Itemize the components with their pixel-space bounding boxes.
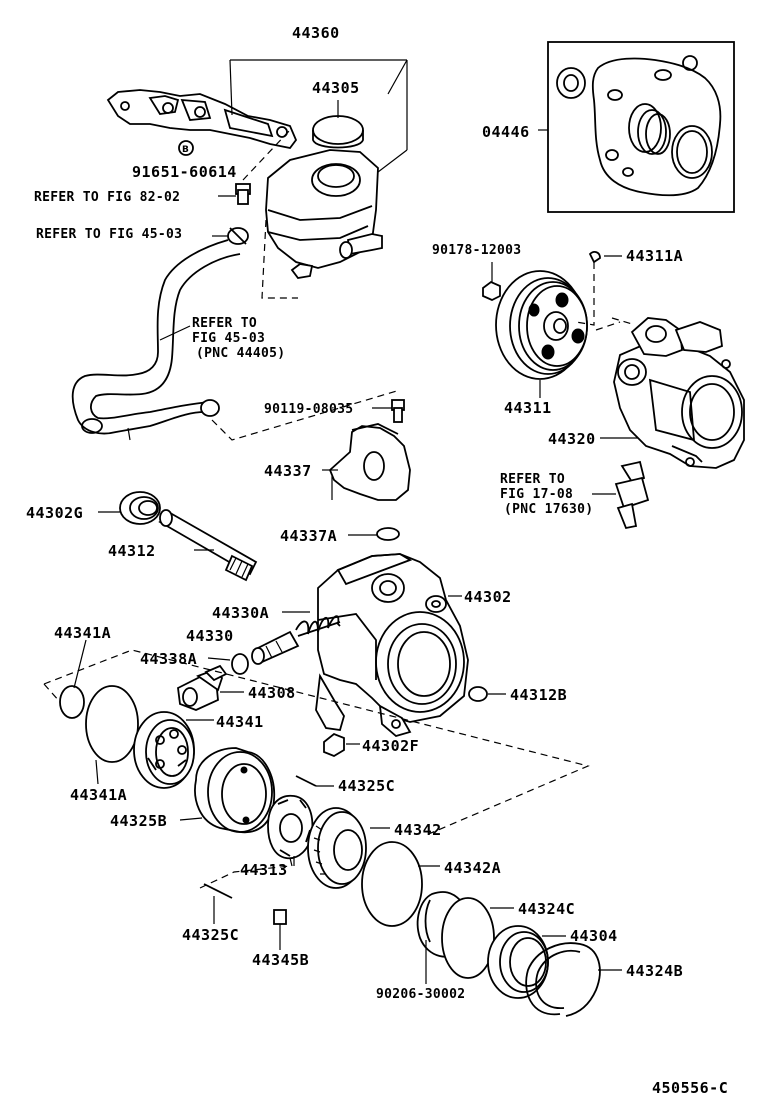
pin-44325C-upper bbox=[295, 775, 334, 787]
bolt-90119 bbox=[372, 399, 405, 423]
label-refer-17-08-line3: (PNC 17630) bbox=[504, 502, 594, 517]
label-44308: 44308 bbox=[248, 684, 296, 702]
pressure-switch-sensor bbox=[592, 460, 650, 530]
label-44341: 44341 bbox=[216, 713, 264, 731]
oring-44342A bbox=[361, 841, 423, 927]
label-44342: 44342 bbox=[394, 821, 442, 839]
bracket-44337 bbox=[322, 423, 411, 501]
label-44345B: 44345B bbox=[252, 951, 310, 969]
kit-box-04446 bbox=[538, 41, 735, 213]
label-44341A-bottom: 44341A bbox=[70, 786, 128, 804]
label-44330: 44330 bbox=[186, 627, 234, 645]
return-hose bbox=[71, 239, 241, 441]
label-44342A: 44342A bbox=[444, 859, 502, 877]
hose-clamp-upper bbox=[212, 227, 249, 245]
key-44311A bbox=[575, 251, 622, 326]
label-44325C-bottom: 44325C bbox=[182, 926, 240, 944]
label-44324C: 44324C bbox=[518, 900, 576, 918]
label-refer-fig-45-03: REFER TO FIG 45-03 bbox=[36, 227, 183, 242]
label-44324B: 44324B bbox=[626, 962, 684, 980]
label-44337A: 44337A bbox=[280, 527, 338, 545]
cam-ring-44325B bbox=[179, 747, 276, 834]
snap-ring-44312B bbox=[468, 686, 506, 702]
label-refer-45-03-line1: REFER TO bbox=[192, 316, 258, 331]
oring-44338A bbox=[231, 653, 249, 675]
label-44341A-top: 44341A bbox=[54, 624, 112, 642]
label-44338A: 44338A bbox=[140, 650, 198, 668]
label-44330A: 44330A bbox=[212, 604, 270, 622]
vane-44345B bbox=[273, 909, 287, 950]
label-44302: 44302 bbox=[464, 588, 512, 606]
label-44325C-top: 44325C bbox=[338, 777, 396, 795]
seal-44304 bbox=[487, 925, 566, 999]
label-44337: 44337 bbox=[264, 462, 312, 480]
nut-90178 bbox=[482, 262, 501, 301]
label-44311A: 44311A bbox=[626, 247, 684, 265]
label-refer-fig-82-02: REFER TO FIG 82-02 bbox=[34, 190, 181, 205]
oring-44341A-large bbox=[85, 685, 139, 763]
side-plate-44341 bbox=[133, 711, 214, 789]
label-91651: 91651-60614 bbox=[132, 163, 237, 181]
side-plate-44342 bbox=[307, 807, 390, 889]
reservoir-tank bbox=[229, 59, 408, 299]
shaft-44312 bbox=[158, 509, 258, 582]
label-90206: 90206-30002 bbox=[376, 987, 466, 1002]
label-refer-45-03-line3: (PNC 44405) bbox=[196, 346, 286, 361]
bolt-91651: B bbox=[178, 129, 291, 205]
rotor-44313 bbox=[267, 794, 314, 867]
label-refer-17-08-line2: FIG 17-08 bbox=[500, 487, 574, 502]
label-90119: 90119-08035 bbox=[264, 402, 354, 417]
fitting-44308 bbox=[177, 664, 244, 711]
snap-ring-44324B bbox=[525, 942, 622, 1017]
oring-44324C bbox=[441, 897, 495, 979]
label-44305: 44305 bbox=[312, 79, 360, 97]
valve-44330 bbox=[251, 630, 300, 665]
label-44313: 44313 bbox=[240, 861, 288, 879]
label-44360: 44360 bbox=[292, 24, 340, 42]
label-44312: 44312 bbox=[108, 542, 156, 560]
oring-44341A-small bbox=[59, 685, 85, 719]
reservoir-bracket bbox=[106, 89, 298, 149]
label-44312B: 44312B bbox=[510, 686, 568, 704]
figure-id: 450556-C bbox=[652, 1079, 729, 1097]
oring-44337A bbox=[376, 527, 400, 541]
label-44302F: 44302F bbox=[362, 737, 420, 755]
label-44320: 44320 bbox=[548, 430, 596, 448]
label-44302G: 44302G bbox=[26, 504, 84, 522]
label-refer-17-08-line1: REFER TO bbox=[500, 472, 566, 487]
bearing-44302G bbox=[98, 491, 161, 525]
label-04446: 04446 bbox=[482, 123, 530, 141]
plug-44302F bbox=[323, 732, 360, 758]
pin-44325C-lower bbox=[203, 883, 233, 924]
label-44325B: 44325B bbox=[110, 812, 168, 830]
label-44304: 44304 bbox=[570, 927, 618, 945]
label-refer-45-03-line2: FIG 45-03 bbox=[192, 331, 266, 346]
label-44311: 44311 bbox=[504, 399, 552, 417]
spring-44330A bbox=[282, 611, 341, 637]
pump-assembly-44320 bbox=[595, 317, 745, 469]
pulley-44311 bbox=[495, 270, 588, 398]
svg-text:B: B bbox=[182, 145, 189, 155]
label-90178: 90178-12003 bbox=[432, 243, 522, 258]
pump-housing-44302 bbox=[315, 553, 469, 737]
